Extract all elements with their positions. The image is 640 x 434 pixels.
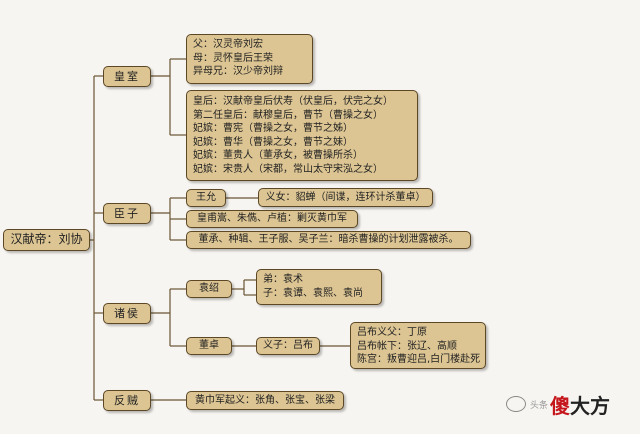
consort-empress-fu: 皇后：汉献帝皇后伏寿（伏皇后，伏完之女） — [193, 96, 393, 107]
yuan-relatives-box: 弟：袁术 子：袁谭、袁熙、袁尚 — [256, 269, 382, 305]
minister-wang-yun: 王允 — [186, 189, 226, 207]
consort-song: 妃嫔：宋贵人（宋都，常山太守宋泓之女） — [193, 163, 383, 175]
consort-empress-cao-jie: 第二任皇后：献穆皇后，曹节（曹操之女） — [193, 109, 383, 121]
wechat-icon — [506, 396, 526, 412]
royal-consorts-box: 皇后：汉献帝皇后伏寿（伏皇后，伏完之女） 第二任皇后：献穆皇后，曹节（曹操之女）… — [186, 90, 418, 181]
category-rebels: 反贼 — [103, 390, 151, 411]
minister-adopted-daughter: 义女：貂蝉（间谍，连环计杀董卓） — [258, 188, 433, 207]
royal-father: 父：汉灵帝刘宏 — [193, 39, 263, 50]
watermark-logo: 头条 傻 大方 — [506, 382, 636, 426]
category-ministers: 臣子 — [103, 203, 151, 224]
lubu-details-box: 吕布义父：丁原 吕布帐下：张辽、高顺 陈宫：叛曹迎吕,白门楼赴死 — [350, 322, 486, 369]
root-node-emperor-xian: 汉献帝：刘协 — [3, 229, 90, 251]
yuan-sons: 子：袁谭、袁熙、袁尚 — [263, 287, 363, 299]
consort-dong: 妃嫔：董贵人（董承女，被曹操所杀） — [193, 150, 363, 161]
watermark-dark-chars: 大方 — [570, 393, 611, 418]
lord-adopted-son: 义子：吕布 — [256, 337, 320, 355]
royal-half-brother: 异母兄：汉少帝刘辩 — [193, 66, 283, 77]
royal-mother: 母：灵怀皇后王荣 — [193, 52, 273, 64]
watermark-red-char: 傻 — [550, 393, 571, 418]
consort-cao-xian: 妃嫔：曹宪（曹操之女，曹节之姊） — [193, 123, 353, 134]
category-lords: 诸侯 — [103, 303, 151, 324]
lubu-adoptive-father: 吕布义父：丁原 — [357, 327, 427, 338]
minister-plotters: 董承、种辑、王子服、吴子兰：暗杀曹操的计划泄露被杀。 — [186, 231, 471, 249]
consort-cao-hua: 妃嫔：曹华（曹操之女，曹节之妹） — [193, 136, 353, 148]
lubu-subordinates: 吕布帐下：张辽、高顺 — [357, 340, 457, 352]
lord-dong-zhuo: 董卓 — [186, 337, 232, 355]
lord-yuan-shao: 袁绍 — [186, 280, 232, 298]
royal-family-box: 父：汉灵帝刘宏 母：灵怀皇后王荣 异母兄：汉少帝刘辩 — [186, 34, 313, 84]
minister-generals: 皇甫嵩、朱儁、卢植：剿灭黄巾军 — [186, 210, 358, 228]
yuan-brother: 弟：袁术 — [263, 274, 303, 285]
rebels-yellow-turban: 黄巾军起义：张角、张宝、张梁 — [186, 391, 344, 410]
watermark-small-text: 头条 — [530, 400, 549, 411]
chen-gong: 陈宫：叛曹迎吕,白门楼赴死 — [357, 354, 481, 365]
category-royal-family: 皇室 — [103, 66, 151, 87]
